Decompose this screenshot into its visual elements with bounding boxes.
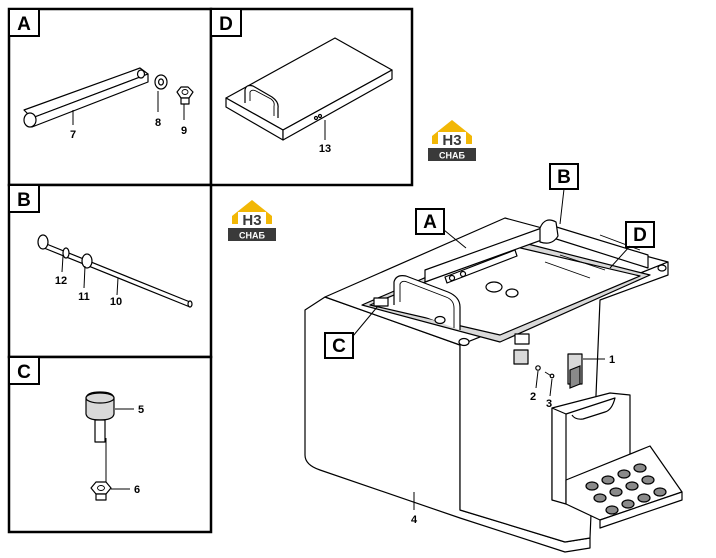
logo-middle: H3 СНАБ	[228, 200, 276, 241]
panel-d: D 13	[209, 7, 414, 187]
callout-7: 7	[70, 129, 76, 141]
panel-c-letter-box	[8, 356, 40, 385]
pin-rod	[37, 234, 193, 308]
panel-a: A 7 8 9	[7, 7, 213, 187]
main-letter-c-box	[324, 332, 354, 359]
bracket-bar	[23, 67, 149, 128]
callout-8: 8	[155, 117, 161, 129]
logo-top: H3 СНАБ	[428, 120, 476, 161]
callout-1: 1	[609, 354, 615, 366]
main-letter-d-box	[625, 221, 655, 248]
callout-13: 13	[319, 143, 331, 155]
panel-d-letter: D	[219, 14, 233, 35]
main-letter-a-box	[415, 208, 445, 235]
main-letter-b: B	[557, 167, 571, 188]
step-holes	[585, 463, 667, 515]
callout-12: 12	[55, 275, 67, 287]
step-ladder	[551, 392, 683, 529]
washer	[154, 74, 168, 90]
logo-top-label: СНАБ	[439, 151, 465, 161]
rubber-stop	[85, 391, 115, 443]
panel-a-letter-box	[8, 8, 40, 37]
lid-cover	[225, 37, 393, 141]
panel-b-letter-box	[8, 184, 40, 213]
callout-3: 3	[546, 398, 552, 410]
main-letter-d: D	[633, 225, 647, 246]
panel-c: C 5 6	[7, 355, 213, 534]
callout-2: 2	[530, 391, 536, 403]
panel-c-letter: C	[17, 362, 31, 383]
callout-4: 4	[411, 514, 418, 526]
callout-6: 6	[134, 484, 140, 496]
panel-b-letter: B	[17, 190, 31, 211]
callout-10: 10	[110, 296, 122, 308]
main-letter-c: C	[332, 336, 346, 357]
main-letter-a: A	[423, 212, 437, 233]
main-labels: A B C D 1 2 3 4	[324, 163, 655, 526]
nut	[176, 86, 194, 105]
callout-9: 9	[181, 125, 187, 137]
logo-middle-mark: H3	[242, 212, 261, 229]
hex-nut	[90, 481, 112, 501]
logo-middle-label: СНАБ	[239, 231, 265, 241]
callout-11: 11	[78, 291, 90, 303]
main-assembly	[304, 217, 683, 553]
panel-d-letter-box	[210, 8, 242, 37]
callout-5: 5	[138, 404, 144, 416]
panel-a-letter: A	[17, 14, 31, 35]
panel-b: B 12 11 10	[7, 183, 213, 359]
logo-top-mark: H3	[442, 132, 461, 149]
